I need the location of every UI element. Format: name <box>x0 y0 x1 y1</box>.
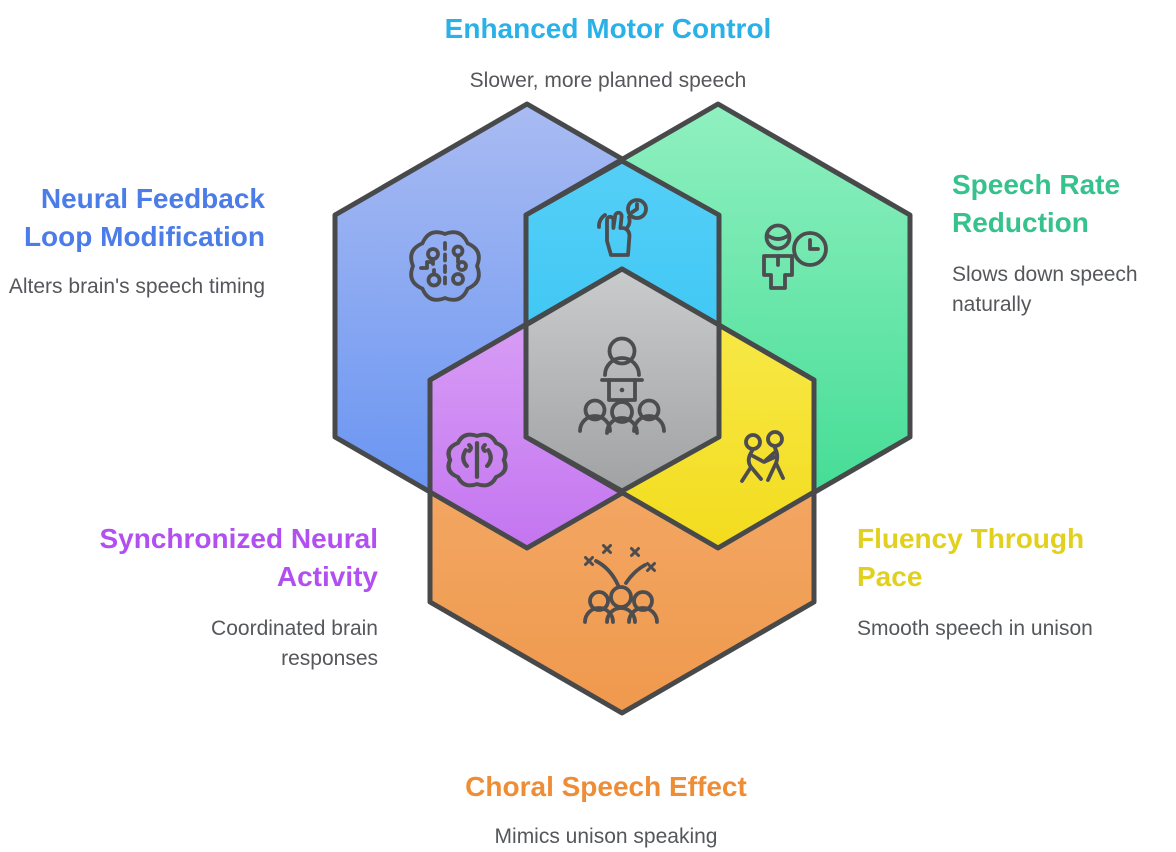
label-enhanced-motor-control: Enhanced Motor Control Slower, more plan… <box>308 12 908 96</box>
region-subtitle: Mimics unison speaking <box>494 825 718 848</box>
label-neural-feedback: Neural Feedback Loop Modification Alters… <box>0 180 265 302</box>
region-title: Speech Rate Reduction <box>952 169 1121 238</box>
region-subtitle: Smooth speech in unison <box>857 617 1093 640</box>
brain-icon <box>446 432 508 488</box>
circuit-brain-icon <box>409 230 481 302</box>
region-title: Fluency Through Pace <box>857 523 1085 592</box>
region-title: Choral Speech Effect <box>465 771 747 802</box>
presenter-audience-icon <box>578 336 666 435</box>
region-subtitle: Alters brain's speech timing <box>8 275 265 298</box>
label-speech-rate: Speech Rate Reduction Slows down speech … <box>952 166 1172 320</box>
region-subtitle: Coordinated brain responses <box>211 617 378 670</box>
person-clock-icon <box>762 223 828 290</box>
tap-timing-icon <box>597 198 648 257</box>
label-fluency-pace: Fluency Through Pace Smooth speech in un… <box>857 520 1102 644</box>
region-subtitle: Slows down speech naturally <box>952 263 1138 316</box>
label-choral-speech: Choral Speech Effect Mimics unison speak… <box>306 770 906 852</box>
region-title: Synchronized Neural Activity <box>99 523 378 592</box>
label-synchronized-neural: Synchronized Neural Activity Coordinated… <box>78 520 378 674</box>
region-title: Neural Feedback Loop Modification <box>23 183 265 252</box>
region-subtitle: Slower, more planned speech <box>469 69 747 92</box>
walking-pair-icon <box>740 430 785 483</box>
crowd-celebration-icon <box>583 544 659 624</box>
region-title: Enhanced Motor Control <box>444 13 772 44</box>
